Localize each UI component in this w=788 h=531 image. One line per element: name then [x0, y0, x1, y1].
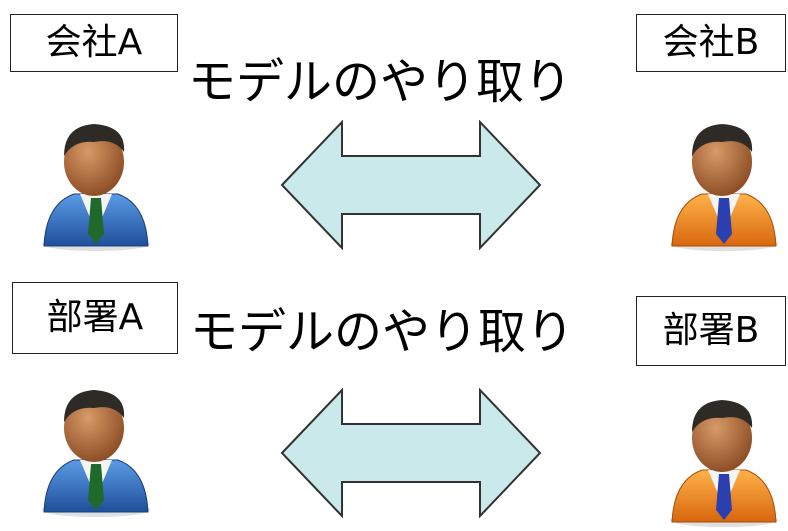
- person-orange-suit-icon: [670, 124, 778, 251]
- row1-exchange-caption: モデルのやり取り: [188, 54, 573, 110]
- row2-exchange-caption: モデルのやり取り: [190, 304, 575, 360]
- double-arrow-icon: [280, 120, 542, 250]
- department-b-label: 部署B: [636, 296, 786, 366]
- company-a-label: 会社A: [10, 14, 178, 72]
- person-blue-suit-icon: [42, 390, 150, 517]
- double-arrow-icon: [280, 388, 542, 518]
- company-b-label: 会社B: [636, 14, 786, 72]
- person-blue-suit-icon: [42, 124, 150, 251]
- person-orange-suit-icon: [670, 400, 778, 527]
- department-a-label: 部署A: [12, 282, 178, 354]
